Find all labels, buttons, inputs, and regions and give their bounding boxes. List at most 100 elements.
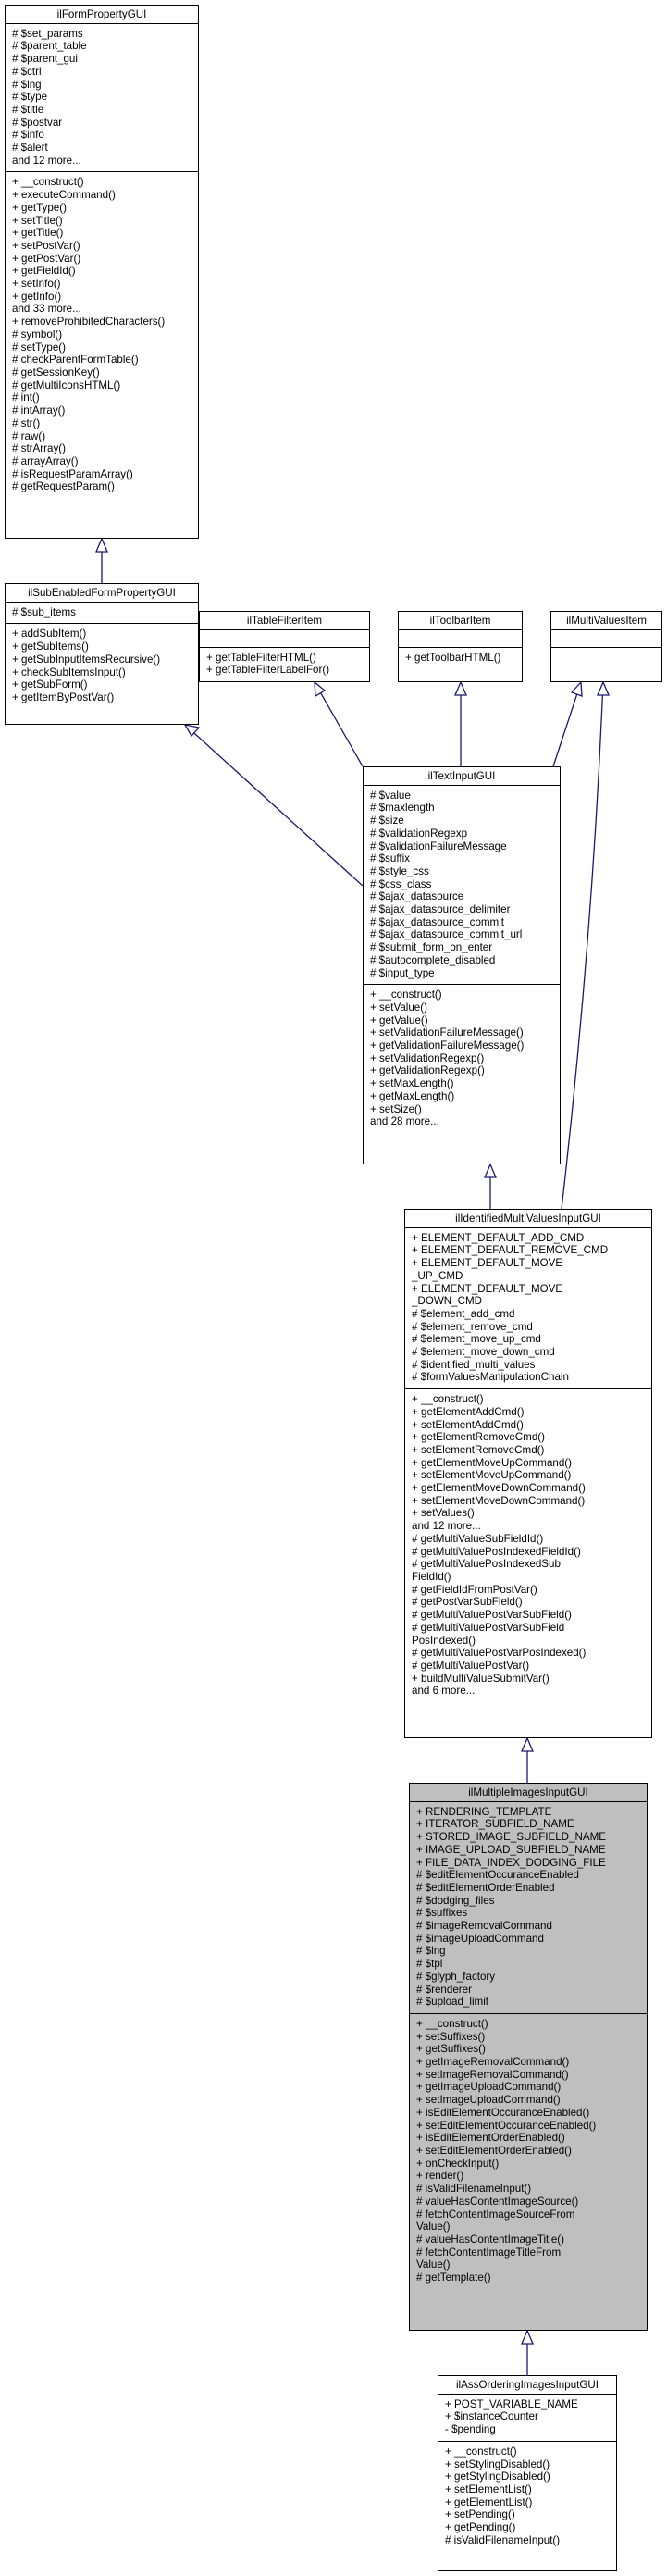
attribute-image_upload_subfield_name: + IMAGE_UPLOAD_SUBFIELD_NAME bbox=[416, 1843, 606, 1856]
attribute-alert: # $alert bbox=[12, 142, 48, 155]
arrowhead-multipleimages bbox=[521, 2329, 534, 2345]
attribute-element_default_move-_down_cmd: + ELEMENT_DEFAULT_MOVE _DOWN_CMD bbox=[412, 1282, 563, 1308]
attribute-ajax_datasource_commit_url: # $ajax_datasource_commit_url bbox=[370, 928, 523, 941]
operation-getpostvarsubfield: # getPostVarSubField() bbox=[412, 1596, 523, 1609]
class-box-ilIdentifiedMultiValuesInputGUI[interactable]: ilIdentifiedMultiValuesInputGUI + ELEMENT… bbox=[404, 1209, 652, 1738]
operation-getmultivalueposindexedfieldid: # getMultiValuePosIndexedFieldId() bbox=[412, 1545, 581, 1558]
attribute-element_default_remove_cmd: + ELEMENT_DEFAULT_REMOVE_CMD bbox=[412, 1244, 609, 1257]
class-box-ilAssOrderingImagesInputGUI[interactable]: ilAssOrderingImagesInputGUI+ POST_VARIAB… bbox=[438, 2375, 617, 2571]
operation-render: + render() bbox=[416, 2170, 464, 2183]
attribute-editelementorderenabled: # $editElementOrderEnabled bbox=[416, 1881, 555, 1894]
arrowhead-textinput bbox=[484, 1163, 497, 1178]
attribute-rendering_template: + RENDERING_TEMPLATE bbox=[416, 1805, 552, 1818]
class-box-ilTextInputGUI[interactable]: ilTextInputGUI# $value# $maxlength# $siz… bbox=[363, 766, 561, 1164]
attribute-set_params: # $set_params bbox=[12, 27, 83, 40]
operation-setinfo: + setInfo() bbox=[12, 278, 61, 291]
operation-buildmultivaluesubmitvar: + buildMultiValueSubmitVar() bbox=[412, 1672, 550, 1685]
attribute-ctrl: # $ctrl bbox=[12, 65, 42, 78]
class-name: ilMultipleImagesInputGUI bbox=[410, 1784, 647, 1802]
attribute-tpl: # $tpl bbox=[416, 1958, 443, 1971]
operation-setelementmovedowncommand: + setElementMoveDownCommand() bbox=[412, 1494, 586, 1507]
operation-valuehascontentimagetitle: # valueHasContentImageTitle() bbox=[416, 2233, 565, 2246]
operation-__construct: + __construct() bbox=[445, 2445, 517, 2458]
attribute-css_class: # $css_class bbox=[370, 877, 432, 890]
attribute-element_move_down_cmd: # $element_move_down_cmd bbox=[412, 1346, 555, 1359]
arrowhead-tablefilter bbox=[314, 680, 327, 698]
attribute-upload_limit: # $upload_limit bbox=[416, 1996, 488, 2009]
attribute-lng: # $lng bbox=[12, 78, 42, 91]
attribute-element_move_up_cmd: # $element_move_up_cmd bbox=[412, 1333, 541, 1346]
operation-gettablefilterlabelfor: + getTableFilterLabelFor() bbox=[206, 664, 330, 677]
attribute-instancecounter: + $instanceCounter bbox=[445, 2410, 538, 2423]
class-box-ilFormPropertyGUI[interactable]: ilFormPropertyGUI# $set_params# $parent_… bbox=[5, 5, 199, 539]
operation-setelementmoveupcommand: + setElementMoveUpCommand() bbox=[412, 1469, 572, 1482]
operation-setimageremovalcommand: + setImageRemovalCommand() bbox=[416, 2068, 569, 2081]
class-box-ilMultiValuesItem[interactable]: ilMultiValuesItem bbox=[550, 611, 662, 682]
arrowhead-formproperty bbox=[95, 537, 108, 553]
attribute-stored_image_subfield_name: + STORED_IMAGE_SUBFIELD_NAME bbox=[416, 1831, 606, 1844]
operation-symbol: # symbol() bbox=[12, 328, 63, 341]
operation-getpostvar: + getPostVar() bbox=[12, 252, 81, 265]
operation-isvalidfilenameinput: # isValidFilenameInput() bbox=[445, 2533, 561, 2546]
class-box-ilToolbarItem[interactable]: ilToolbarItem + getToolbarHTML() bbox=[398, 611, 523, 682]
arrowhead-subenabled bbox=[183, 724, 201, 738]
operation-getsubinputitemsrecursive: + getSubInputItemsRecursive() bbox=[12, 653, 161, 666]
operation-getsuffixes: + getSuffixes() bbox=[416, 2043, 486, 2056]
class-name: ilIdentifiedMultiValuesInputGUI bbox=[405, 1210, 651, 1228]
attribute-identified_multi_values: # $identified_multi_values bbox=[412, 1358, 536, 1371]
operation-setelementaddcmd: + setElementAddCmd() bbox=[412, 1418, 524, 1431]
operation-seteditelementorderenabled: + setEditElementOrderEnabled() bbox=[416, 2144, 572, 2157]
operation-setvalue: + setValue() bbox=[370, 1001, 427, 1014]
class-name: ilTableFilterItem bbox=[200, 612, 369, 630]
operation-raw: # raw() bbox=[12, 429, 46, 442]
attribute-value: # $value bbox=[370, 789, 411, 802]
attribute-info: # $info bbox=[12, 129, 44, 142]
operation-checksubitemsinput: + checkSubItemsInput() bbox=[12, 666, 126, 678]
attribute-and-12-more: and 12 more... bbox=[12, 154, 81, 167]
operation-getmaxlength: + getMaxLength() bbox=[370, 1089, 455, 1102]
operation-getinfo: + getInfo() bbox=[12, 290, 62, 303]
arrowhead-multivalues-a bbox=[570, 680, 583, 697]
operation-fetchcontentimagetitlefrom-value: # fetchContentImageTitleFrom Value() bbox=[416, 2246, 562, 2271]
operations-section: + addSubItem()+ getSubItems()+ getSubInp… bbox=[6, 624, 198, 708]
attribute-validationregexp: # $validationRegexp bbox=[370, 827, 468, 840]
attribute-parent_gui: # $parent_gui bbox=[12, 53, 78, 66]
operation-str: # str() bbox=[12, 417, 41, 429]
attribute-renderer: # $renderer bbox=[416, 1983, 472, 1996]
attribute-style_css: # $style_css bbox=[370, 865, 429, 877]
operation-and-6-more: and 6 more... bbox=[412, 1685, 476, 1698]
operation-gettitle: + getTitle() bbox=[12, 227, 64, 240]
operation-setpending: + setPending() bbox=[445, 2508, 515, 2521]
operation-setelementremovecmd: + setElementRemoveCmd() bbox=[412, 1443, 545, 1456]
operation-settitle: + setTitle() bbox=[12, 214, 63, 227]
operation-iseditelementorderenabled: + isEditElementOrderEnabled() bbox=[416, 2132, 565, 2145]
operation-getmultivaluepostvarsubfield-posindexed: # getMultiValuePostVarSubField PosIndexe… bbox=[412, 1621, 565, 1647]
operation-and-33-more: and 33 more... bbox=[12, 303, 81, 316]
operation-getsubitems: + getSubItems() bbox=[12, 641, 89, 653]
operation-getelementaddcmd: + getElementAddCmd() bbox=[412, 1405, 525, 1418]
operation-getmultivalueposindexedsub-fieldid: # getMultiValuePosIndexedSub FieldId() bbox=[412, 1558, 561, 1583]
class-name: ilAssOrderingImagesInputGUI bbox=[438, 2376, 616, 2395]
attributes-section: # $set_params# $parent_table# $parent_gu… bbox=[6, 24, 198, 173]
class-box-ilMultipleImagesInputGUI[interactable]: ilMultipleImagesInputGUI + RENDERING_TEMP… bbox=[409, 1783, 648, 2331]
operations-section bbox=[551, 648, 661, 656]
attribute-element_remove_cmd: # $element_remove_cmd bbox=[412, 1320, 533, 1333]
operation-setsuffixes: + setSuffixes() bbox=[416, 2030, 486, 2043]
operation-intarray: # intArray() bbox=[12, 404, 66, 417]
operation-executecommand: + executeCommand() bbox=[12, 189, 116, 202]
operation-getmultiiconshtml: # getMultiIconsHTML() bbox=[12, 379, 121, 392]
class-name: ilToolbarItem bbox=[399, 612, 522, 630]
operations-section: + __construct()+ setStylingDisabled()+ g… bbox=[438, 2442, 616, 2552]
operations-section: + getToolbarHTML() bbox=[399, 648, 522, 669]
class-box-ilSubEnabledFormPropertyGUI[interactable]: ilSubEnabledFormPropertyGUI# $sub_items+… bbox=[5, 583, 199, 725]
operation-getelementmovedowncommand: + getElementMoveDownCommand() bbox=[412, 1482, 586, 1495]
attribute-pending: - $pending bbox=[445, 2423, 496, 2436]
class-box-ilTableFilterItem[interactable]: ilTableFilterItem+ getTableFilterHTML()+… bbox=[199, 611, 370, 682]
operation-int: # int() bbox=[12, 392, 40, 404]
attributes-section: + POST_VARIABLE_NAME+ $instanceCounter- … bbox=[438, 2395, 616, 2442]
operation-getvalidationregexp: + getValidationRegexp() bbox=[370, 1064, 485, 1077]
attribute-suffixes: # $suffixes bbox=[416, 1907, 468, 1920]
operation-iseditelementoccuranceenabled: + isEditElementOccuranceEnabled() bbox=[416, 2106, 590, 2119]
operation-getelementmoveupcommand: + getElementMoveUpCommand() bbox=[412, 1456, 573, 1469]
operation-__construct: + __construct() bbox=[416, 2017, 488, 2030]
